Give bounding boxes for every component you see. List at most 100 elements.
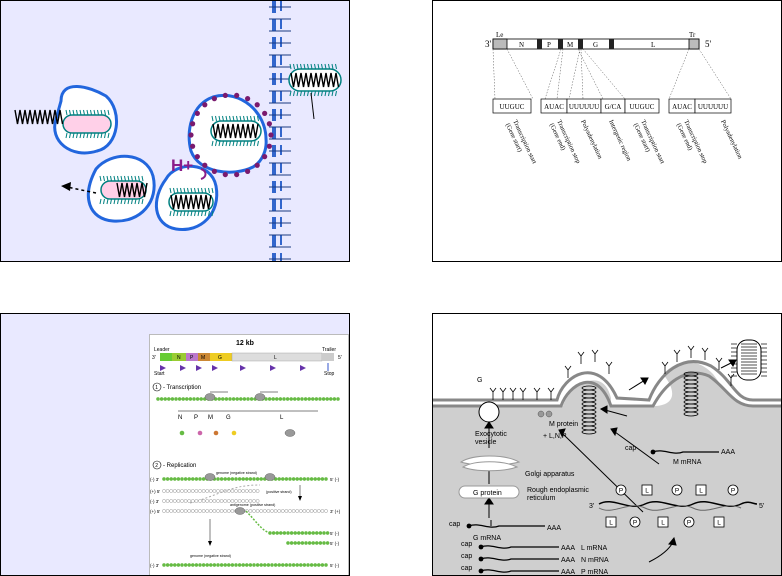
strand-end: 5' (-): [330, 531, 340, 536]
seq-box: UUGUC: [630, 103, 655, 111]
panel-replication: 12 kb Leader Trailer 3' 5' N P M G L Sta…: [0, 313, 350, 576]
genome-annotation: Polyadenylation: [719, 119, 744, 161]
rnp-protein-label: L: [699, 488, 703, 495]
endosome-top-left: [14, 85, 118, 155]
genome-map-diagram: 3' 5' Le Tr N P M G L UUGUC AUAC UUUUUU …: [485, 31, 744, 168]
rnp-protein-label: P: [687, 520, 691, 527]
genome-strand-label: genome (negative strand): [216, 471, 257, 475]
exocytotic-label-2: vesicle: [475, 439, 497, 446]
p-mrna-label: P mRNA: [581, 569, 608, 576]
rep-gene: M: [201, 355, 205, 361]
aaa-label: AAA: [561, 545, 575, 552]
genome-annotation: Transcription stop(Gene end): [675, 119, 709, 168]
rep-top-right-end: 5': [338, 355, 342, 361]
l-protein: [695, 484, 707, 496]
aaa-label: AAA: [547, 525, 561, 532]
rnp-end-5: 5': [759, 503, 764, 510]
cap-label: cap: [449, 521, 460, 528]
endosome-bottom-left: [61, 154, 156, 223]
step2-number: 2: [155, 463, 158, 469]
seq-box: UUUUUU: [569, 103, 599, 111]
golgi-label: Golgi apparatus: [525, 471, 575, 478]
rnp-protein-label: P: [633, 520, 637, 527]
leader-region: [492, 38, 508, 50]
p-protein: [671, 484, 683, 496]
mrna-label: N: [178, 415, 182, 421]
aaa-label: AAA: [721, 449, 735, 456]
g-label: G: [477, 377, 482, 384]
rep-gene-l-box: [231, 352, 323, 362]
m-protein-label: M protein: [549, 421, 578, 428]
aaa-label: AAA: [561, 557, 575, 564]
genome-annotation: Polyadenylation: [579, 119, 604, 161]
mrna-label: L: [280, 415, 284, 421]
genome-end-3: 3': [485, 39, 492, 49]
strand-end: (-) 3': [150, 499, 159, 504]
rep-trailer-label: Trailer: [322, 347, 336, 353]
seq-box: UUGUC: [500, 103, 525, 111]
plasma-membrane: [433, 360, 781, 402]
zoom-lines: [492, 48, 732, 100]
rep-leader-label: Leader: [154, 347, 170, 353]
rnp-protein-label: P: [619, 488, 623, 495]
sequence-boxes: UUGUC AUAC UUUUUU G/CA UUGUC AUAC UUUUUU: [492, 98, 732, 114]
seq-box: UUUUUU: [698, 103, 728, 111]
proton-label: H+: [171, 156, 193, 175]
size-label: 12 kb: [236, 340, 254, 347]
lnp-label: + L,N,P: [543, 433, 567, 440]
strand-end: (+) 5': [150, 489, 160, 494]
gene-l: L: [651, 41, 655, 49]
trailer-label: Tr: [689, 31, 696, 39]
nucleocapsid-coils: [581, 371, 699, 435]
rep-top-left-end: 3': [152, 355, 156, 361]
p-protein: [615, 484, 627, 496]
l-protein: [641, 484, 653, 496]
seq-box: G/CA: [605, 103, 622, 111]
rnp-protein-label: L: [717, 520, 721, 527]
replication-figure: 12 kb Leader Trailer 3' 5' N P M G L Sta…: [149, 334, 349, 575]
mrna-label: P: [194, 415, 198, 421]
virion-attached: [288, 63, 342, 120]
rer-bubble: [458, 485, 520, 499]
mrna-strands: [466, 449, 719, 574]
gene-n: N: [519, 41, 524, 49]
strand-end: 5' (-): [330, 563, 340, 568]
genome-strand-label-2: genome (negative strand): [190, 554, 231, 558]
rep-trailer-box: [322, 353, 334, 361]
seq-box: AUAC: [544, 103, 564, 111]
step2-marker: [152, 460, 162, 470]
rep-gene-m-box: [198, 353, 210, 361]
g-mrna-label: G mRNA: [473, 535, 501, 542]
gene-m: M: [567, 41, 574, 49]
trailer-region: [688, 38, 700, 50]
rep-leader-box: [160, 353, 172, 361]
strand-end: (+) 5': [150, 509, 160, 514]
g-protein-label: G protein: [473, 490, 502, 497]
rnp-end-3: 3': [589, 503, 594, 510]
rep-gene-g-box: [210, 353, 232, 361]
genome-annotation: Transcription stop(Gene end): [548, 119, 582, 168]
exocytotic-vesicle: [478, 401, 500, 423]
panel-budding: G M protein + L,N,P Exocytotic vesicle G…: [432, 313, 782, 576]
golgi-apparatus: [459, 455, 521, 472]
rnp-protein-label: L: [609, 520, 613, 527]
mrna-label: M: [208, 415, 213, 421]
p-protein: [629, 516, 641, 528]
gene-p: P: [547, 41, 551, 49]
rnp-protein-label: L: [661, 520, 665, 527]
rep-gene: P: [190, 355, 194, 361]
rer-label-2: reticulum: [527, 495, 556, 502]
strand-end: 3' (+): [330, 509, 341, 514]
rnp-protein-label: L: [645, 488, 649, 495]
exocytotic-label-1: Exocytotic: [475, 431, 507, 438]
step1-label: - Transcription: [163, 385, 201, 391]
antigenome-label: antigenome (positive strand): [230, 503, 275, 507]
mrna-label: G: [226, 415, 231, 421]
rnp-protein-label: P: [731, 488, 735, 495]
l-protein: [657, 516, 669, 528]
l-mrna-label: L mRNA: [581, 545, 608, 552]
strand-end: (-) 3': [150, 477, 159, 482]
rep-gene-n-box: [172, 353, 186, 361]
strand-end: 5' (-): [330, 541, 340, 546]
rnp-protein-label: P: [675, 488, 679, 495]
